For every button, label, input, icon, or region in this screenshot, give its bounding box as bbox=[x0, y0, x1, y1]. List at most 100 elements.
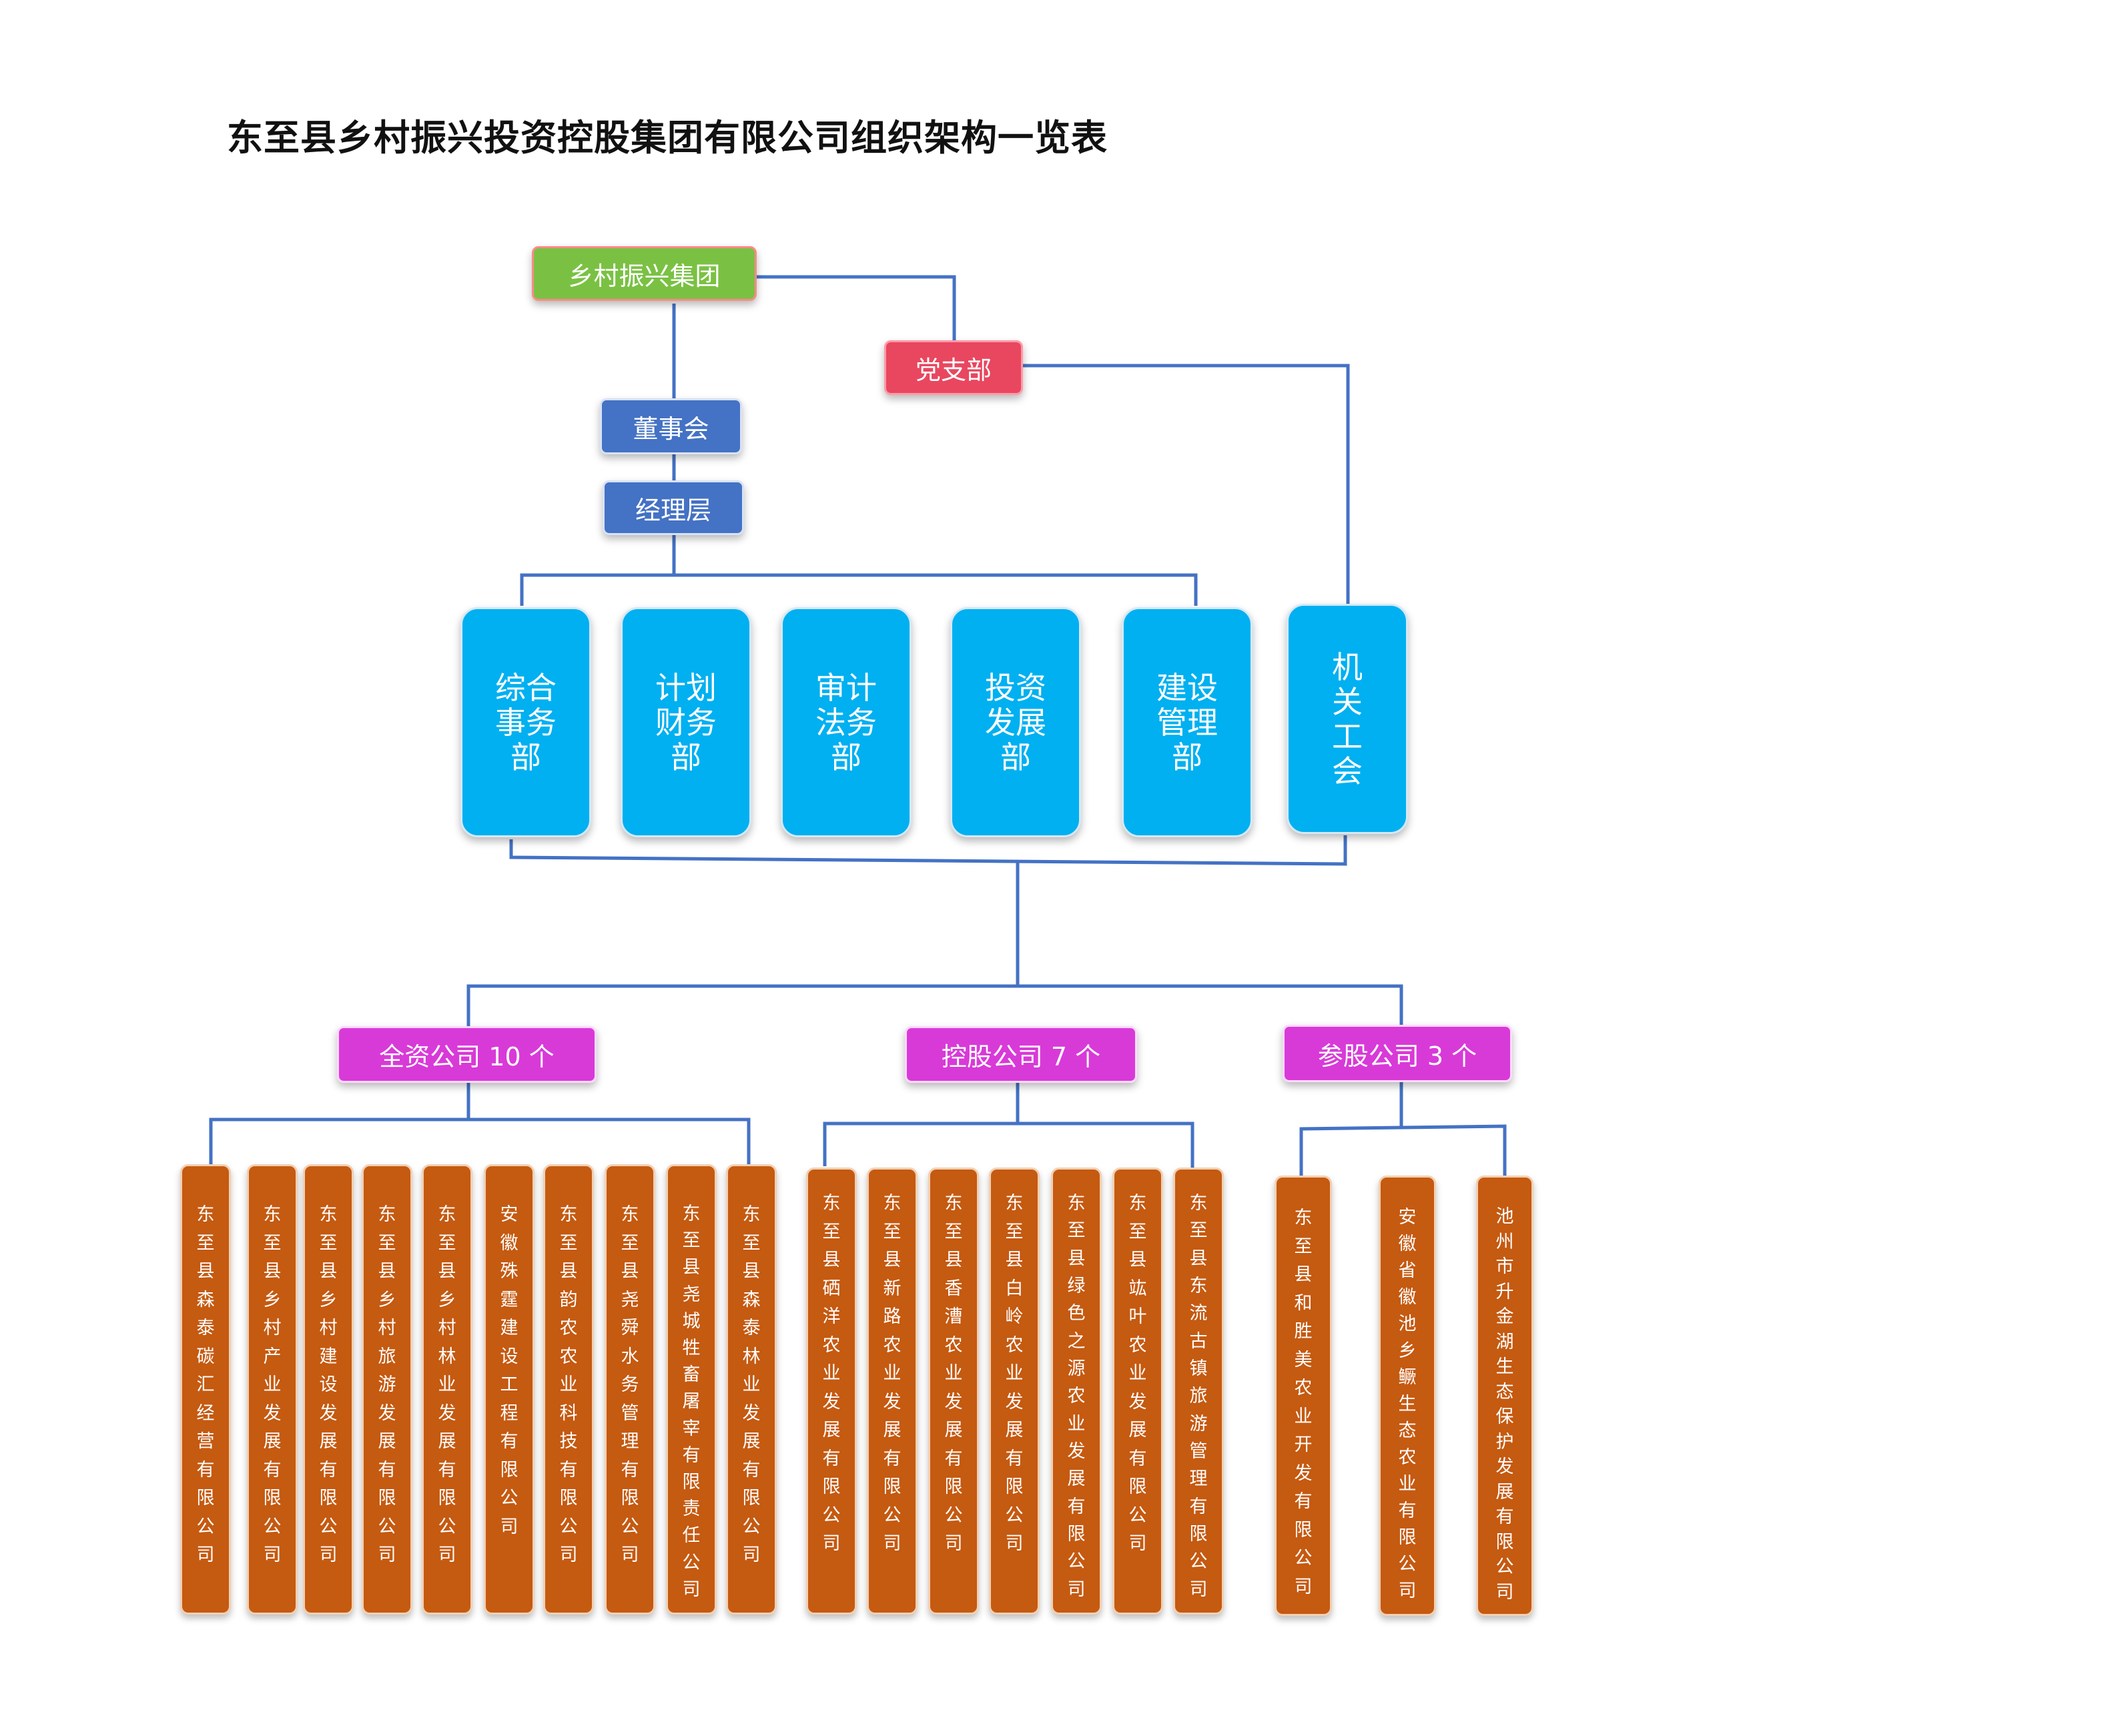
connector-group-party bbox=[751, 275, 956, 342]
company-name-char: 发 bbox=[378, 1402, 396, 1424]
board-node: 董事会 bbox=[600, 398, 742, 454]
company-name-char: 农 bbox=[1398, 1447, 1417, 1468]
company-wholly-owned-7: 东至县韵农农业科技有限公司 bbox=[543, 1164, 594, 1615]
company-name-char: 林 bbox=[742, 1346, 761, 1367]
company-name-char: 有 bbox=[1398, 1500, 1417, 1521]
company-name-char: 县 bbox=[1067, 1248, 1086, 1269]
company-name-char: 牲 bbox=[682, 1338, 701, 1359]
company-name-char: 司 bbox=[682, 1579, 701, 1600]
company-holding-4: 东至县白岭农业发展有限公司 bbox=[989, 1168, 1040, 1615]
department-label-line: 投资 bbox=[985, 669, 1046, 706]
connector-depts-bottom bbox=[509, 835, 1347, 866]
connector-wholly-owned bbox=[209, 1118, 751, 1166]
company-name-char: 展 bbox=[742, 1431, 761, 1452]
company-name-char: 发 bbox=[1128, 1391, 1147, 1412]
company-name-char: 业 bbox=[1005, 1363, 1024, 1384]
company-name-char: 公 bbox=[1067, 1551, 1086, 1573]
company-name-char: 司 bbox=[559, 1545, 578, 1565]
company-name-char: 理 bbox=[621, 1431, 639, 1452]
company-name-char: 尧 bbox=[682, 1284, 701, 1305]
company-name-char: 水 bbox=[621, 1346, 639, 1367]
company-name-char: 泰 bbox=[196, 1318, 215, 1338]
department-label-line: 综合 bbox=[495, 669, 557, 706]
company-name-char: 技 bbox=[559, 1431, 578, 1452]
company-name-char: 业 bbox=[263, 1374, 282, 1395]
company-name-char: 发 bbox=[742, 1402, 761, 1424]
company-name-char: 美 bbox=[1294, 1349, 1313, 1370]
company-name-char: 司 bbox=[1294, 1576, 1313, 1597]
company-name-char: 州 bbox=[1495, 1231, 1514, 1252]
company-name-char: 村 bbox=[378, 1318, 396, 1338]
company-name-char: 有 bbox=[1005, 1448, 1024, 1469]
company-name-char: 县 bbox=[1128, 1250, 1147, 1270]
company-name-char: 发 bbox=[822, 1391, 841, 1412]
company-name-char: 有 bbox=[944, 1448, 963, 1469]
company-name-char: 至 bbox=[1067, 1220, 1086, 1242]
company-name-char: 至 bbox=[378, 1232, 396, 1254]
company-name-char: 产 bbox=[263, 1346, 282, 1367]
company-name-char: 责 bbox=[682, 1498, 701, 1520]
company-name-char: 展 bbox=[1128, 1420, 1147, 1440]
company-name-char: 司 bbox=[1495, 1581, 1514, 1603]
company-name-char: 徽 bbox=[500, 1232, 518, 1254]
company-name-char: 司 bbox=[319, 1545, 338, 1565]
company-name-char: 县 bbox=[1189, 1248, 1208, 1269]
company-wholly-owned-8: 东至县尧舜水务管理有限公司 bbox=[605, 1164, 655, 1615]
company-name-char: 县 bbox=[559, 1261, 578, 1282]
company-name-char: 旅 bbox=[1189, 1386, 1208, 1407]
company-name-char: 至 bbox=[263, 1232, 282, 1254]
company-name-char: 展 bbox=[319, 1431, 338, 1452]
company-name-char: 镇 bbox=[1189, 1358, 1208, 1379]
company-name-char: 东 bbox=[1189, 1275, 1208, 1296]
company-name-char: 东 bbox=[682, 1204, 701, 1224]
company-name-char: 限 bbox=[559, 1488, 578, 1508]
company-name-char: 东 bbox=[621, 1204, 639, 1225]
company-name-char: 至 bbox=[883, 1221, 902, 1242]
company-name-char: 至 bbox=[1128, 1221, 1147, 1242]
connector-categories bbox=[466, 984, 1403, 1031]
union-label-line: 机 bbox=[1332, 648, 1363, 685]
company-name-char: 有 bbox=[1294, 1491, 1313, 1512]
company-wholly-owned-1: 东至县森泰碳汇经营有限公司 bbox=[180, 1164, 231, 1615]
department-label: 投资发展部 bbox=[985, 671, 1046, 775]
company-name-char: 霆 bbox=[500, 1289, 518, 1310]
company-name-char: 县 bbox=[263, 1261, 282, 1282]
company-name-char: 业 bbox=[438, 1374, 456, 1395]
company-name-char: 乡 bbox=[263, 1289, 282, 1310]
company-name-char: 限 bbox=[1067, 1523, 1086, 1545]
company-name-char: 公 bbox=[944, 1504, 963, 1526]
company-name-char: 有 bbox=[438, 1459, 456, 1480]
company-name-char: 有 bbox=[742, 1459, 761, 1480]
company-name-char: 公 bbox=[1005, 1504, 1024, 1526]
company-name-char: 程 bbox=[500, 1402, 518, 1424]
management-node: 经理层 bbox=[603, 480, 744, 535]
company-name-char: 县 bbox=[196, 1261, 215, 1282]
company-name-char: 农 bbox=[944, 1334, 963, 1356]
company-name-char: 至 bbox=[742, 1232, 761, 1254]
company-name-char: 司 bbox=[822, 1533, 841, 1554]
company-name-char: 游 bbox=[378, 1374, 396, 1395]
company-name-char: 东 bbox=[1067, 1193, 1086, 1214]
company-name-char: 古 bbox=[1189, 1330, 1208, 1352]
connector-party-union bbox=[1021, 364, 1350, 604]
company-name-char: 有 bbox=[196, 1459, 215, 1480]
company-name-char: 经 bbox=[196, 1402, 215, 1424]
company-name-char: 生 bbox=[1495, 1356, 1514, 1377]
company-name-char: 汇 bbox=[196, 1374, 215, 1395]
company-name-char: 发 bbox=[883, 1391, 902, 1412]
department-4: 投资发展部 bbox=[950, 607, 1081, 837]
company-name-char: 漕 bbox=[944, 1306, 963, 1327]
equity-category: 参股公司 3 个 bbox=[1283, 1025, 1512, 1082]
company-name-char: 农 bbox=[1294, 1378, 1313, 1398]
company-name-char: 池 bbox=[1398, 1314, 1417, 1334]
company-name-char: 生 bbox=[1398, 1394, 1417, 1414]
company-name-char: 限 bbox=[944, 1476, 963, 1497]
department-label-line: 发展 bbox=[985, 704, 1046, 741]
company-name-char: 和 bbox=[1294, 1292, 1313, 1314]
company-name-char: 县 bbox=[1294, 1264, 1313, 1285]
company-name-char: 游 bbox=[1189, 1413, 1208, 1434]
company-name-char: 路 bbox=[883, 1306, 902, 1327]
department-label-line: 建设 bbox=[1156, 669, 1218, 706]
company-name-char: 金 bbox=[1495, 1306, 1514, 1327]
company-name-char: 司 bbox=[742, 1545, 761, 1565]
